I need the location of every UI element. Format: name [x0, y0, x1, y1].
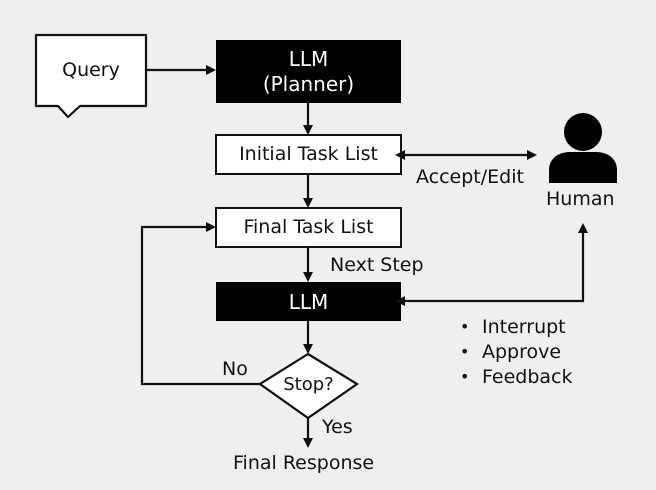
human-action-item: • Feedback	[460, 364, 572, 389]
llm-label: LLM	[288, 289, 329, 314]
stop-node: Stop?	[260, 365, 357, 405]
query-speech-bubble-shape	[34, 33, 148, 119]
planner-box-shape	[216, 40, 401, 103]
human-action-label: Approve	[482, 340, 562, 363]
accept-edit-label: Accept/Edit	[416, 166, 524, 188]
llm-human-double-arrow	[395, 223, 588, 306]
next-step-label: Next Step	[330, 254, 424, 276]
human-action-item: • Approve	[460, 339, 572, 364]
human-action-item: • Interrupt	[460, 314, 572, 339]
final-task-list-node: Final Task List	[216, 208, 401, 247]
human-action-label: Interrupt	[482, 315, 566, 338]
llm-box-shape	[216, 282, 401, 321]
yes-label: Yes	[322, 416, 353, 438]
final-task-list-label: Final Task List	[243, 216, 374, 239]
initial-task-list-node: Initial Task List	[216, 135, 401, 174]
stop-label: Stop?	[283, 374, 334, 396]
human-label: Human	[546, 188, 615, 210]
query-node: Query	[36, 35, 146, 106]
planner-node: LLM (Planner)	[216, 40, 401, 103]
stop-no-loop-arrow	[140, 222, 260, 386]
planner-line2: (Planner)	[262, 71, 355, 96]
llm-node: LLM	[216, 282, 401, 321]
initial-task-list-label: Initial Task List	[239, 143, 378, 166]
no-label: No	[222, 358, 248, 380]
bullet-icon: •	[460, 342, 470, 361]
bullet-icon: •	[460, 367, 470, 386]
final-response-label: Final Response	[233, 452, 375, 474]
human-actions-list: • Interrupt • Approve • Feedback	[460, 314, 572, 389]
human-action-label: Feedback	[482, 365, 573, 388]
bullet-icon: •	[460, 317, 470, 336]
human-person-icon	[549, 113, 617, 183]
planner-line1: LLM	[288, 46, 329, 71]
query-label: Query	[62, 59, 120, 82]
